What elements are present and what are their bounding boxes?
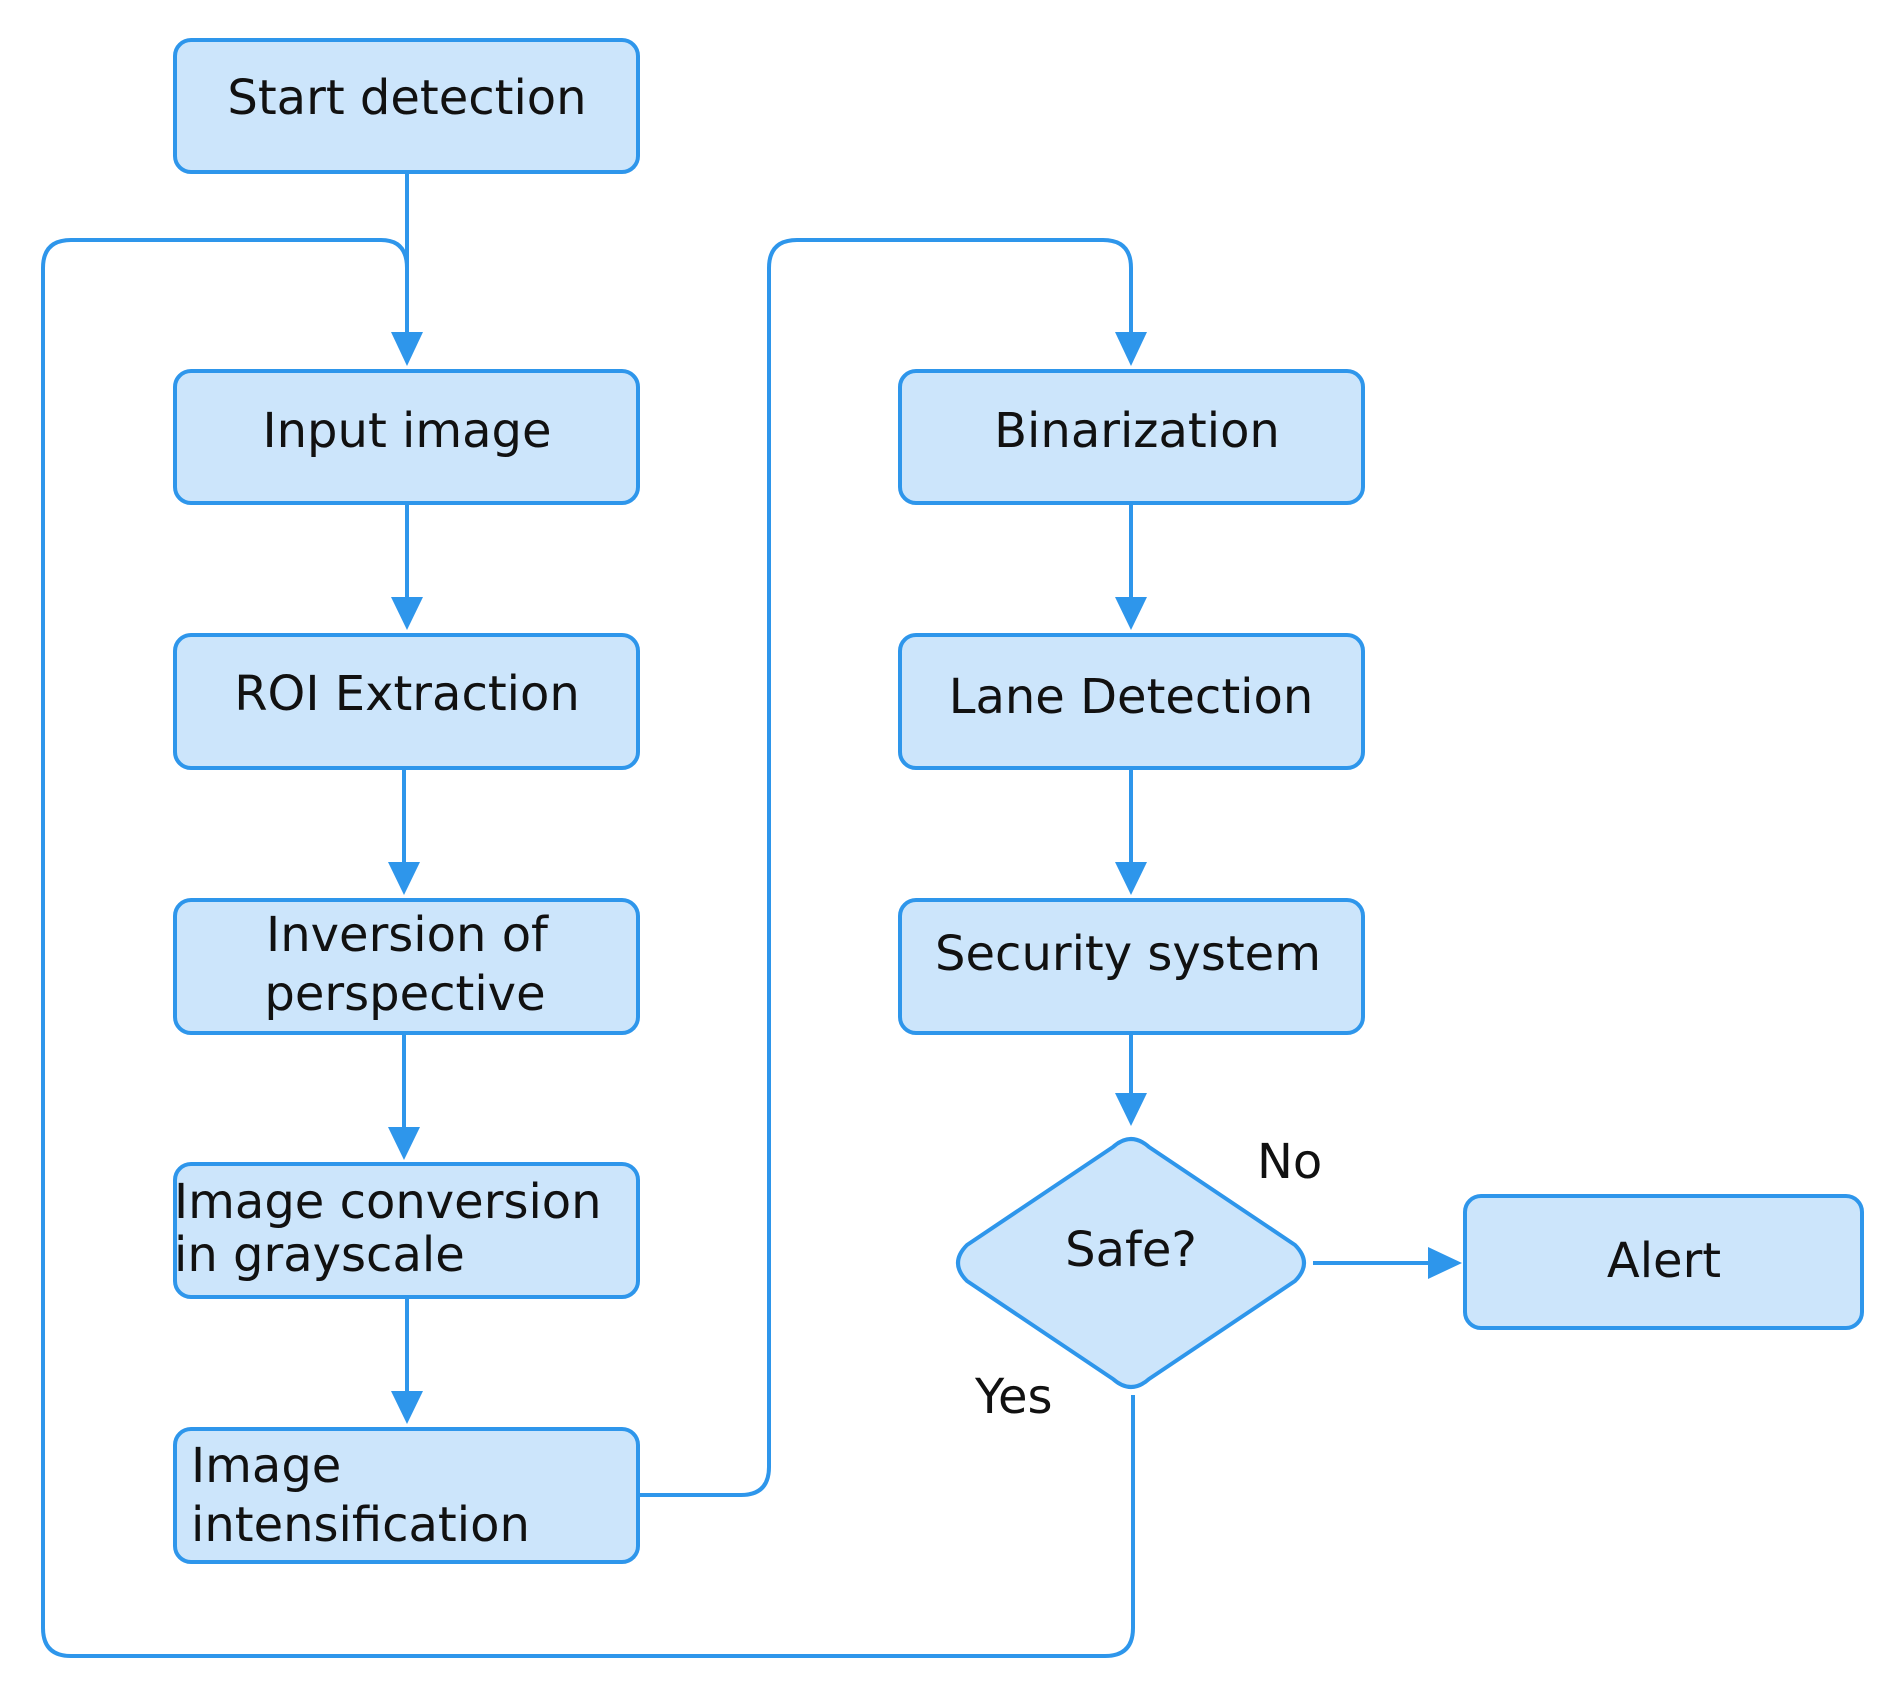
arrowhead-inversion	[388, 862, 420, 895]
node-input-image	[173, 369, 640, 505]
edge-label-no: No	[1257, 1134, 1322, 1190]
label-grayscale-line-2: in grayscale	[174, 1227, 465, 1283]
arrowhead-input	[391, 332, 423, 366]
node-binarization	[898, 369, 1365, 505]
node-roi-extraction	[173, 633, 640, 770]
node-alert	[1463, 1194, 1864, 1330]
arrowhead-decision	[1115, 1093, 1147, 1126]
edge-label-yes: Yes	[974, 1369, 1052, 1425]
label-start-detection: Start detection	[227, 70, 586, 126]
connector-yes-loop-back	[41, 238, 1135, 1658]
node-image-intensification	[173, 1427, 640, 1564]
label-intensification-line-1: Image	[191, 1438, 341, 1494]
node-decision-safe	[956, 1137, 1306, 1389]
arrowhead-intensification	[391, 1391, 423, 1424]
label-grayscale-line-1: Image conversion	[174, 1174, 602, 1230]
label-security-system: Security system	[935, 926, 1321, 982]
arrowhead-grayscale	[388, 1127, 420, 1160]
node-security-system	[898, 898, 1365, 1035]
connector-intensification-to-binarization	[638, 238, 1133, 1497]
node-image-conversion-grayscale	[173, 1162, 640, 1299]
arrowhead-lane	[1115, 597, 1147, 630]
label-inversion-line-1: Inversion of	[266, 907, 549, 963]
label-binarization: Binarization	[994, 403, 1280, 459]
arrowhead-roi	[391, 597, 423, 630]
label-input-image: Input image	[262, 403, 551, 459]
label-alert: Alert	[1607, 1233, 1721, 1289]
label-roi-extraction: ROI Extraction	[234, 666, 580, 722]
label-inversion-line-2: perspective	[264, 966, 545, 1022]
arrowhead-security	[1115, 862, 1147, 895]
arrowhead-alert	[1428, 1247, 1462, 1279]
node-start-detection	[173, 38, 640, 174]
label-lane-detection: Lane Detection	[949, 669, 1314, 725]
label-intensification-line-2: intensification	[191, 1497, 530, 1553]
label-decision-safe: Safe?	[1065, 1222, 1197, 1278]
node-inversion-of-perspective	[173, 898, 640, 1035]
arrowhead-binarization	[1115, 332, 1147, 366]
node-lane-detection	[898, 633, 1365, 770]
